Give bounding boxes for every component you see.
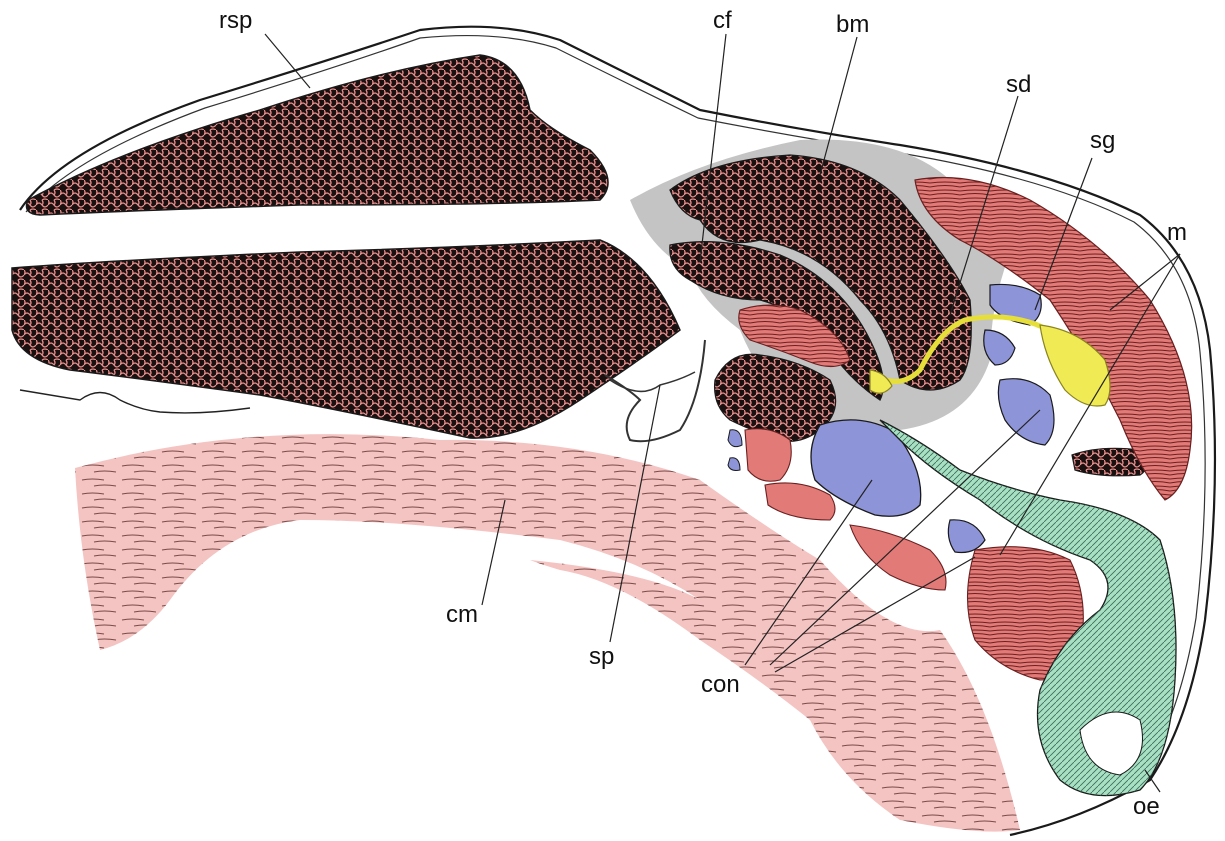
label-bm: bm	[836, 13, 869, 37]
label-sg: sg	[1090, 129, 1115, 153]
label-sp: sp	[589, 645, 614, 669]
thin-line	[20, 390, 250, 413]
label-rsp: rsp	[219, 9, 252, 33]
label-oe: oe	[1133, 795, 1160, 819]
label-con: con	[701, 673, 740, 697]
label-sd: sd	[1006, 73, 1031, 97]
label-cm: cm	[446, 603, 478, 627]
rsp-upper-cartilage	[27, 55, 609, 215]
rsp-lower-cartilage	[12, 240, 680, 438]
label-cf: cf	[713, 9, 732, 33]
label-m: m	[1167, 221, 1187, 245]
